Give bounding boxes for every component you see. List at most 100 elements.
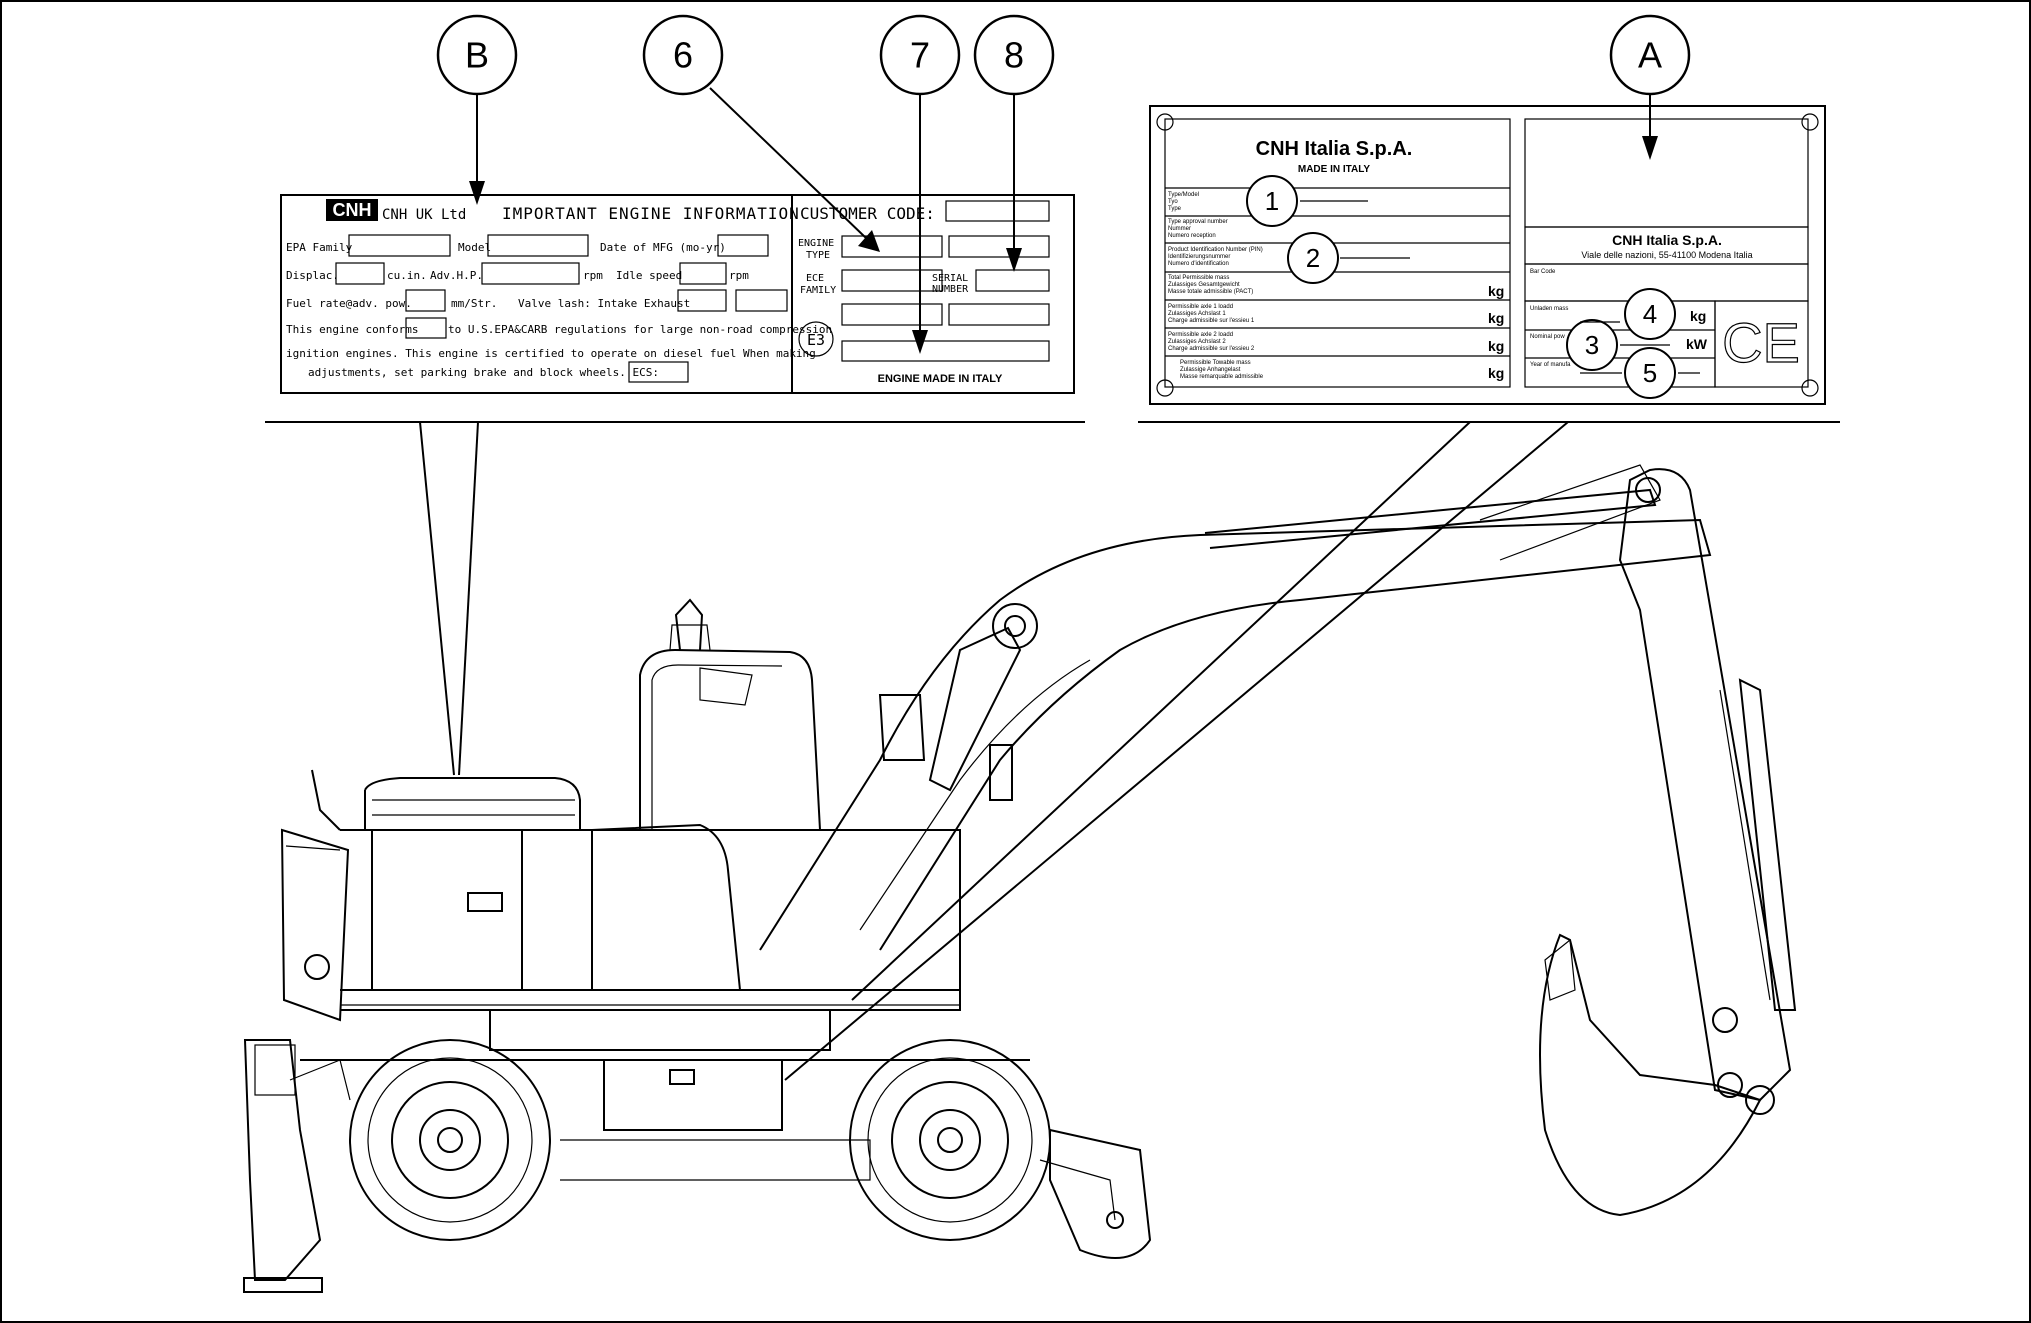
ece-family-label-1: ECE (806, 273, 824, 284)
model-box (487, 234, 589, 257)
wheel-detail (419, 1109, 481, 1171)
callout-2-label: 2 (1306, 243, 1320, 273)
serial-label-2: NUMBER (932, 284, 969, 295)
ece-family-box (841, 269, 943, 292)
epa-family-box (348, 234, 451, 257)
rear-wheel-hub (937, 1127, 963, 1153)
tool-box (603, 1059, 783, 1131)
callout-6-leader (709, 87, 867, 239)
boom-cylinder (928, 626, 1022, 792)
callout-8-label: 8 (1004, 35, 1024, 76)
callout-A-arrow (1642, 136, 1658, 160)
axle1-label-a: Permissible axle 1 loadd (1168, 304, 1233, 310)
bucket-cylinder (1738, 678, 1797, 1011)
engine-info-plate: CNH CNH UK Ltd IMPORTANT ENGINE INFORMAT… (280, 194, 1075, 394)
body-detail (289, 1059, 351, 1101)
machine-plate: CNH Italia S.p.A. MADE IN ITALY Type/Mod… (1149, 105, 1826, 405)
callout-A-circle (1609, 14, 1691, 96)
chassis (489, 1009, 831, 1051)
cnh-logo-text: CNH (333, 200, 372, 220)
kg-unit-4: kg (1488, 365, 1504, 381)
masse-totale-label: Masse totale admissible (PACT) (1168, 289, 1253, 295)
dipper-arm (1618, 468, 1792, 1102)
engine-plate-leader-right (458, 421, 479, 776)
unladen-mass-label: Unladen mass (1530, 306, 1568, 312)
axle1-label-b: Zulassiges Achslast 1 (1168, 311, 1226, 317)
serial-number-box (975, 269, 1050, 292)
door-handle (467, 892, 503, 912)
callout-6-label: 6 (673, 35, 693, 76)
body-detail (1719, 689, 1771, 1001)
body-detail (651, 664, 783, 830)
rear-light (304, 954, 330, 980)
exhaust-pipe (311, 769, 341, 831)
rpm-label-1: rpm (583, 269, 603, 282)
displac-label: Displac. (286, 269, 339, 282)
ignition-label: ignition engines. This engine is certifi… (286, 347, 816, 360)
callout-5-label: 5 (1643, 358, 1657, 388)
cab-window (699, 667, 753, 706)
body-detail (1039, 1159, 1116, 1221)
machine-plate-leader-left (851, 421, 1471, 1001)
front-wheel-hub (437, 1127, 463, 1153)
engine-type-label-2: TYPE (806, 250, 830, 261)
cu-in-label: cu.in. (387, 269, 427, 282)
arm-cylinder (1204, 488, 1657, 549)
machine-plate-leader-right (784, 421, 1569, 1081)
model-label: Model (458, 241, 491, 254)
callout-8-circle (973, 14, 1055, 96)
callout-6-circle (642, 14, 724, 96)
callout-A-label: A (1638, 35, 1662, 76)
machine-plate-company: CNH Italia S.p.A. (1256, 138, 1413, 160)
conform-label-b: to U.S.EPA&CARB regulations for large no… (448, 323, 832, 336)
epa-family-label: EPA Family (286, 241, 353, 254)
ce-mark-box (1714, 300, 1809, 388)
plate-rivet-tr (1801, 113, 1819, 131)
bucket-link (1745, 1085, 1775, 1115)
engine-type-label-1: ENGINE (798, 238, 834, 249)
callouts: B 6 7 8 A 1 2 3 4 (436, 14, 1700, 399)
pivot-pin (1106, 1211, 1124, 1229)
callout-6-arrow (858, 230, 880, 252)
side-mirror (878, 694, 926, 761)
counterweight (280, 828, 350, 1022)
callout-7-circle (879, 14, 961, 96)
customer-code-box (945, 200, 1050, 222)
rpm-label-2: rpm (729, 269, 749, 282)
body-detail (285, 845, 341, 851)
ecs-box (628, 361, 689, 383)
callout-3-circle (1566, 319, 1618, 371)
body-detail (254, 1044, 296, 1096)
engine-plate-box-d (948, 303, 1050, 326)
conform-label-a: This engine conforms (286, 323, 418, 336)
pin-label: Product Identification Number (PIN) (1168, 247, 1263, 253)
kw-unit: kW (1686, 336, 1708, 352)
engine-type-box-a (841, 235, 943, 258)
outrigger (243, 1039, 322, 1281)
callout-B-label: B (465, 35, 489, 76)
kg-unit-5: kg (1690, 308, 1706, 324)
numero-identification-label: Numero d'identification (1168, 261, 1229, 267)
wheel-detail (367, 1057, 533, 1223)
tool-box-latch (669, 1069, 695, 1085)
engine-plate-title: IMPORTANT ENGINE INFORMATION (502, 204, 800, 223)
body-detail (859, 659, 1091, 931)
front-wheel-rim (391, 1081, 509, 1199)
wheel-detail (919, 1109, 981, 1171)
gesamtgewicht-label: Zulassiges Gesamtgewicht (1168, 282, 1240, 288)
conform-box (405, 317, 447, 339)
callout-5-circle (1624, 347, 1676, 399)
bar-code-label: Bar Code (1530, 269, 1556, 275)
adjust-label: adjustments, set parking brake and block… (308, 366, 659, 379)
work-light (989, 744, 1013, 801)
exhaust-box (735, 289, 788, 312)
machine-plate-border (1149, 105, 1826, 405)
year-manufacture-label: Year of manufa (1530, 362, 1571, 368)
dozer-blade (1049, 1128, 1152, 1259)
pivot-pin (1635, 477, 1661, 503)
machine-plate-left-panel (1164, 118, 1511, 388)
beacon (674, 598, 704, 651)
date-mfg-box (717, 234, 769, 257)
